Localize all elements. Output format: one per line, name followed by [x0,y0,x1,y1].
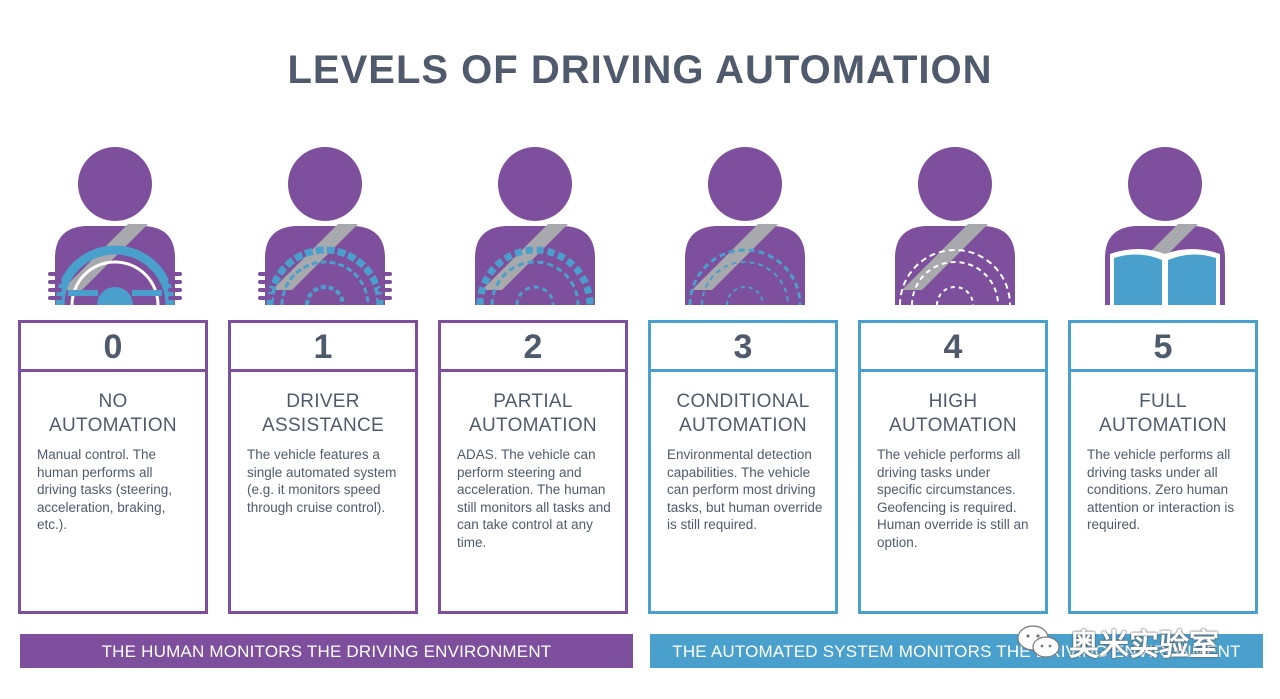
level-name: DRIVER ASSISTANCE [231,390,415,438]
level-name: NO AUTOMATION [21,390,205,438]
level-name-line1: PARTIAL [493,391,573,412]
level-name-line2: AUTOMATION [889,415,1017,436]
level-card-2: 2 PARTIAL AUTOMATION ADAS. The vehicle c… [438,320,628,614]
driver-figure-level-4 [860,140,1050,308]
driver-outline-wheel-icon [895,147,1015,306]
level-number: 2 [441,323,625,372]
driver-solid-wheel-icon [48,147,182,306]
level-name-line1: FULL [1139,391,1187,412]
driver-dashed-wheel-icon [475,147,595,306]
driver-figure-level-2 [440,140,630,308]
level-card-0: 0 NO AUTOMATION Manual control. The huma… [18,320,208,614]
driver-dashed-wheel-icon [258,147,392,306]
level-name-line1: DRIVER [286,391,360,412]
level-description: The vehicle features a single automated … [247,447,397,515]
level-name-line1: CONDITIONAL [676,391,810,412]
level-name: CONDITIONAL AUTOMATION [651,390,835,438]
driver-dashed-wheel-icon [685,147,805,306]
level-name-line2: ASSISTANCE [262,415,384,436]
level-card-5: 5 FULL AUTOMATION The vehicle performs a… [1068,320,1258,614]
level-card-1: 1 DRIVER ASSISTANCE The vehicle features… [228,320,418,614]
level-number: 5 [1071,323,1255,372]
reading-book-icon [1105,147,1225,305]
level-card-4: 4 HIGH AUTOMATION The vehicle performs a… [858,320,1048,614]
system-monitors-banner: THE AUTOMATED SYSTEM MONITORS THE DRIVIN… [650,634,1263,668]
level-number: 4 [861,323,1045,372]
driver-figure-level-3 [650,140,840,308]
level-description: The vehicle performs all driving tasks u… [1087,447,1235,532]
level-description: Manual control. The human performs all d… [37,447,173,532]
page-title: LEVELS OF DRIVING AUTOMATION [287,48,993,92]
level-description: ADAS. The vehicle can perform steering a… [457,447,611,550]
level-name-line2: AUTOMATION [679,415,807,436]
level-name: PARTIAL AUTOMATION [441,390,625,438]
level-card-3: 3 CONDITIONAL AUTOMATION Environmental d… [648,320,838,614]
watermark: 奥米实验室 [1015,620,1219,664]
level-name-line1: NO [98,391,128,412]
level-description: The vehicle performs all driving tasks u… [877,447,1029,550]
driver-figure-level-0 [20,140,210,308]
level-name: HIGH AUTOMATION [861,390,1045,438]
watermark-text: 奥米实验室 [1069,629,1219,662]
driver-figure-level-5 [1070,140,1260,308]
level-number: 3 [651,323,835,372]
level-name-line2: AUTOMATION [49,415,177,436]
level-description: Environmental detection capabilities. Th… [667,447,823,532]
level-number: 0 [21,323,205,372]
level-name-line2: AUTOMATION [1099,415,1227,436]
wechat-icon [1017,625,1060,658]
level-name-line2: AUTOMATION [469,415,597,436]
driver-figure-level-1 [230,140,420,308]
level-name: FULL AUTOMATION [1071,390,1255,438]
human-monitors-banner: THE HUMAN MONITORS THE DRIVING ENVIRONME… [20,634,633,668]
level-number: 1 [231,323,415,372]
level-name-line1: HIGH [928,391,978,412]
